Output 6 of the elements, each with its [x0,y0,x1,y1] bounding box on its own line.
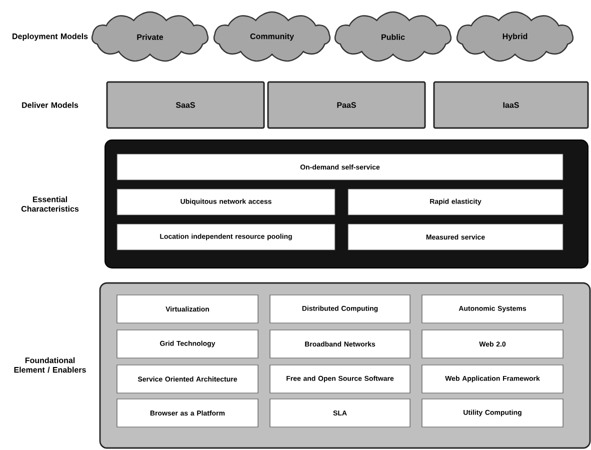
delivery-model-box: SaaS [106,81,265,129]
delivery-model-box: IaaS [433,81,589,129]
row-label: Essential Characteristics [21,196,79,212]
row-label: Foundational Element / Enablers [14,357,86,373]
row-label: Deliver Models [22,102,78,108]
delivery-model-box: PaaS [267,81,426,129]
